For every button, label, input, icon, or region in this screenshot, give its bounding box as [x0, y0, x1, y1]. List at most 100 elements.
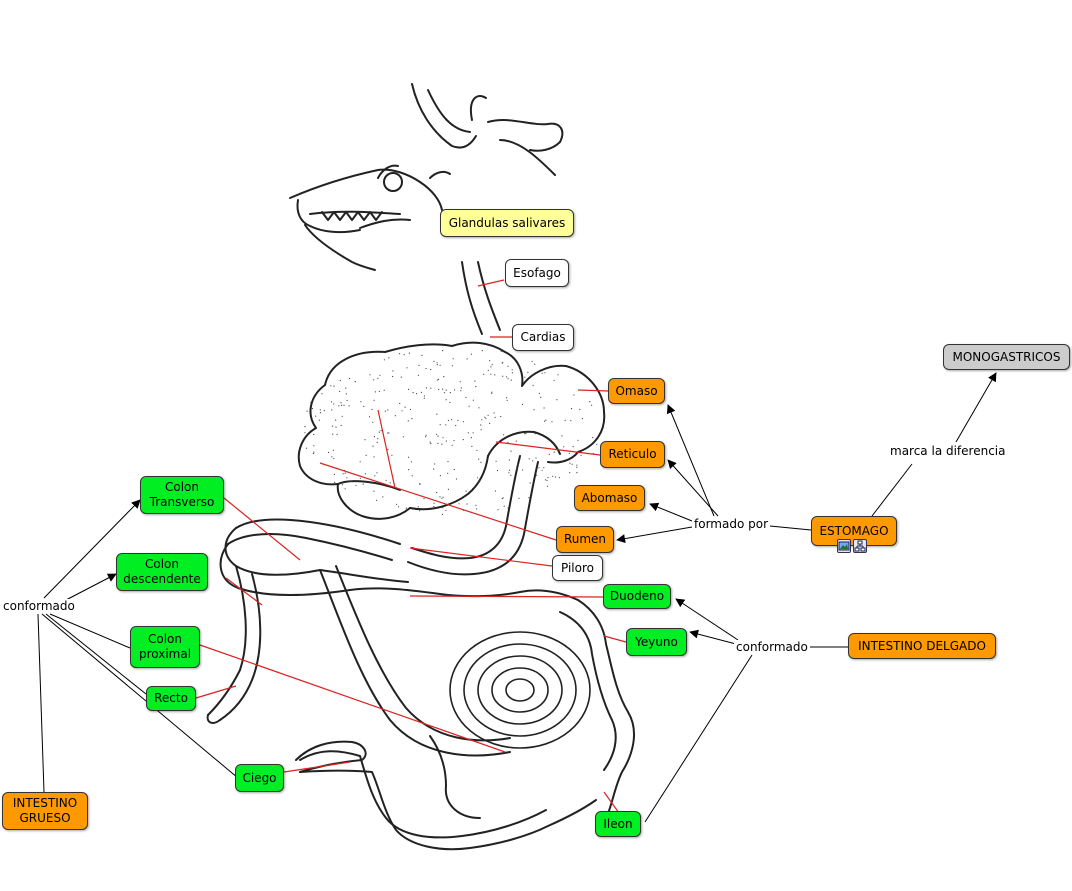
stipple-dot: [501, 498, 503, 500]
stipple-dot: [338, 405, 340, 407]
stipple-dot: [398, 353, 401, 355]
stipple-dot: [507, 507, 509, 509]
stipple-dot: [510, 450, 512, 452]
concept-ciego[interactable]: Ciego: [235, 764, 284, 792]
concept-omaso[interactable]: Omaso: [608, 378, 665, 404]
stipple-dot: [564, 419, 566, 421]
stipple-dot: [576, 464, 578, 466]
stipple-dot: [371, 408, 373, 411]
concept-rumen[interactable]: Rumen: [556, 526, 614, 553]
link-phrase-conformado-grueso[interactable]: conformado: [1, 599, 77, 613]
stipple-dot: [423, 395, 425, 397]
stipple-dot: [376, 441, 378, 443]
stipple-dot: [419, 483, 421, 485]
concept-yeyuno[interactable]: Yeyuno: [626, 628, 687, 656]
stipple-dot: [374, 391, 376, 393]
stipple-dot: [333, 385, 335, 387]
concept-abomaso[interactable]: Abomaso: [574, 485, 645, 511]
stipple-dot: [345, 393, 347, 395]
stipple-dot: [576, 472, 578, 474]
concept-colon-transverso[interactable]: Colon Transverso: [140, 476, 224, 514]
stipple-dot: [510, 474, 512, 476]
stipple-dot: [394, 415, 396, 417]
concept-glandulas-salivares[interactable]: Glandulas salivares: [440, 209, 574, 237]
concept-esofago[interactable]: Esofago: [505, 259, 569, 287]
stipple-dot: [331, 456, 333, 458]
concept-monogastricos[interactable]: MONOGASTRICOS: [943, 344, 1070, 370]
stipple-dot: [318, 419, 320, 421]
stipple-dot: [541, 469, 543, 471]
concept-ileon[interactable]: Ileon: [595, 811, 641, 837]
stipple-dot: [495, 460, 497, 462]
stipple-dot: [589, 401, 591, 403]
image-resource-icon[interactable]: [837, 539, 851, 553]
link-phrase-conformado-delgado[interactable]: conformado: [734, 640, 810, 654]
stipple-dot: [536, 474, 538, 476]
stipple-dot: [319, 409, 321, 411]
stipple-dot: [305, 447, 308, 449]
concept-duodeno[interactable]: Duodeno: [603, 584, 671, 609]
stipple-dot: [475, 504, 477, 506]
concept-piloro[interactable]: Piloro: [552, 555, 603, 581]
stipple-dot: [368, 416, 371, 418]
stipple-dot: [543, 407, 545, 409]
stipple-dot: [470, 353, 472, 355]
stipple-dot: [453, 468, 455, 471]
stipple-dot: [592, 436, 594, 439]
stipple-dot: [510, 379, 512, 381]
stipple-dot: [330, 401, 333, 403]
stipple-dot: [457, 419, 459, 421]
concept-intestino-delgado[interactable]: INTESTINO DELGADO: [848, 633, 996, 659]
stipple-dot: [335, 419, 337, 421]
stipple-dot: [547, 476, 549, 479]
stipple-dot: [341, 484, 344, 486]
concept-intestino-grueso[interactable]: INTESTINO GRUESO: [2, 792, 88, 830]
stipple-dot: [423, 498, 425, 500]
link-phrase-marca-la-diferencia[interactable]: marca la diferencia: [888, 444, 1008, 458]
concept-colon-descendente[interactable]: Colon descendente: [116, 553, 208, 591]
stipple-dot: [392, 370, 394, 372]
stipple-dot: [507, 365, 509, 367]
stipple-dot: [545, 419, 547, 421]
cow-skull-drawing: [289, 83, 564, 271]
concept-reticulo[interactable]: Reticulo: [600, 441, 665, 468]
stipple-dot: [480, 429, 482, 431]
concept-colon-proximal[interactable]: Colon proximal: [130, 626, 200, 668]
stipple-dot: [378, 390, 380, 392]
concept-map-link-icon[interactable]: [853, 539, 867, 553]
stipple-dot: [478, 458, 480, 460]
stipple-dot: [441, 497, 443, 499]
concept-recto[interactable]: Recto: [146, 686, 196, 711]
stipple-dot: [437, 378, 440, 380]
stipple-dot: [378, 431, 380, 433]
stipple-dot: [449, 392, 451, 394]
stipple-dot: [573, 394, 575, 396]
stipple-dot: [502, 375, 504, 377]
stipple-dot: [333, 473, 335, 475]
stipple-dot: [455, 478, 458, 480]
stipple-dot: [333, 457, 335, 459]
stipple-dot: [421, 354, 423, 356]
concept-links: [37, 372, 997, 823]
stipple-dot: [321, 393, 323, 395]
stipple-dot: [374, 475, 376, 477]
link-phrase-formado-por[interactable]: formado por: [692, 517, 770, 531]
stipple-dot: [342, 473, 344, 475]
stipple-dot: [563, 446, 565, 448]
stipple-dot: [407, 420, 409, 422]
stipple-dot: [387, 448, 389, 451]
stipple-dot: [483, 373, 485, 375]
stipple-dot: [569, 462, 571, 464]
stipple-dot: [506, 399, 508, 401]
stipple-dot: [524, 376, 526, 378]
stipple-dot: [525, 433, 527, 435]
estomago-resource-icons: [837, 539, 867, 553]
stipple-dot: [417, 374, 420, 376]
stipple-dot: [383, 389, 385, 391]
stipple-dot: [425, 436, 427, 438]
concept-cardias[interactable]: Cardias: [512, 324, 574, 351]
stipple-dot: [411, 475, 413, 477]
stipple-dot: [313, 433, 315, 436]
stipple-dot: [436, 362, 438, 364]
